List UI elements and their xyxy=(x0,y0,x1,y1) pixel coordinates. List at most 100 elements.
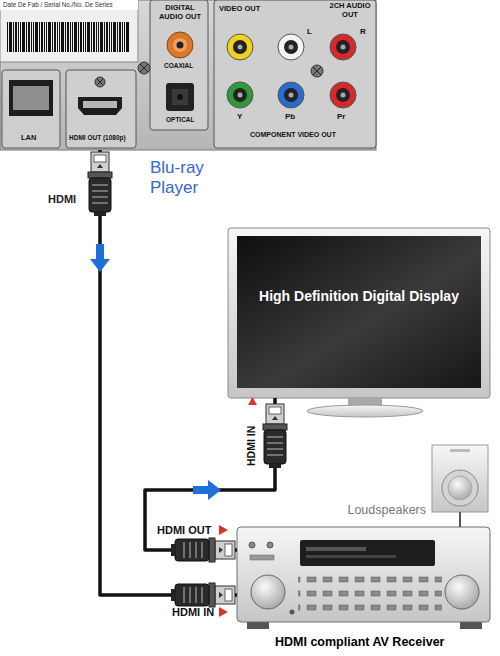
direction-arrow xyxy=(193,480,221,500)
optical-port xyxy=(166,83,194,111)
speaker-cone xyxy=(448,476,472,500)
coaxial-jack xyxy=(167,32,193,58)
rca-jack-pin xyxy=(238,45,243,50)
jack-label: Pr xyxy=(337,112,345,121)
player-back-panel xyxy=(0,0,376,150)
receiver-button xyxy=(267,542,273,548)
direction-triangle xyxy=(219,525,228,535)
receiver-display-line xyxy=(306,547,366,551)
digital-audio-section xyxy=(150,0,208,130)
direction-triangle xyxy=(219,607,228,617)
rca-jack xyxy=(330,82,356,108)
rca-jack-pin xyxy=(341,45,346,50)
lan-port-tab xyxy=(22,110,40,116)
rca-jack xyxy=(227,82,253,108)
volume-knob xyxy=(251,575,285,609)
screen-label: High Definition Digital Display xyxy=(228,288,490,305)
jack-label: R xyxy=(360,27,366,36)
receiver-display xyxy=(300,540,435,566)
rca-jack xyxy=(330,34,356,60)
jack-label: L xyxy=(307,27,312,36)
cable-label: HDMI xyxy=(48,193,76,206)
speaker-cabinet xyxy=(432,445,488,512)
panel-label: 2CH AUDIO OUT xyxy=(326,2,374,19)
speaker-driver xyxy=(442,470,478,506)
rca-jack-pin xyxy=(289,45,294,50)
sticker-strip xyxy=(0,0,138,10)
hdmi-section xyxy=(66,70,136,148)
device-label: HDMI compliant AV Receiver xyxy=(275,635,445,650)
rca-jack-hole xyxy=(336,40,350,54)
hdmi-plug xyxy=(88,152,112,216)
speaker-wire xyxy=(459,512,461,527)
rca-jack-hole xyxy=(233,88,247,102)
rca-jack-hole xyxy=(284,88,298,102)
optical-port-inner xyxy=(172,89,188,105)
receiver-button xyxy=(249,542,255,548)
screw-slot xyxy=(97,79,103,85)
rca-jack xyxy=(278,34,304,60)
rca-jacks xyxy=(227,34,356,108)
serial-sticker xyxy=(0,0,138,62)
jack-label: Pb xyxy=(285,112,295,121)
port-label: LAN xyxy=(21,134,36,143)
jack-label: Y xyxy=(237,112,242,121)
rca-jack-hole xyxy=(233,40,247,54)
rca-jack-pin xyxy=(341,93,346,98)
rca-jack-hole xyxy=(284,40,298,54)
screw xyxy=(138,62,150,74)
hdmi-plug xyxy=(171,538,235,562)
rca-jack-pin xyxy=(238,93,243,98)
panel-label: OPTICAL xyxy=(166,116,195,123)
rca-jack xyxy=(227,34,253,60)
receiver-body xyxy=(237,527,490,622)
panel-label: DIGITAL AUDIO OUT xyxy=(156,4,204,21)
rca-jack xyxy=(278,82,304,108)
lan-port-inner xyxy=(13,86,49,110)
coaxial-jack-hole xyxy=(177,42,184,49)
selector-knob xyxy=(445,575,479,609)
hdmi-plug xyxy=(171,583,235,607)
hdmi-port-inner xyxy=(83,101,117,108)
screw-slot xyxy=(313,67,321,75)
port-label: HDMI OUT (1080p) xyxy=(69,134,126,141)
panel-label: COAXIAL xyxy=(164,62,193,69)
optical-port-hole xyxy=(177,94,183,100)
coaxial-jack-ring xyxy=(173,38,187,52)
panel-label: VIDEO OUT xyxy=(219,5,260,14)
screw-slot xyxy=(140,64,148,72)
video-out-section xyxy=(214,0,376,148)
hdmi-port xyxy=(78,97,122,115)
port-label: HDMI OUT xyxy=(157,524,211,537)
screw xyxy=(95,77,105,87)
receiver-jack xyxy=(290,610,295,615)
blu-ray-player: Blu-ray Player xyxy=(0,0,376,150)
receiver-display-line xyxy=(306,555,396,558)
display-screen: High Definition Digital Display xyxy=(228,228,490,398)
barcode xyxy=(6,22,130,52)
direction-triangle xyxy=(248,397,257,405)
receiver-button xyxy=(250,555,274,560)
port-label: HDMI IN xyxy=(172,606,214,619)
screw xyxy=(311,65,323,77)
direction-arrow xyxy=(90,244,110,272)
lan-section xyxy=(2,70,60,148)
rca-jack-pin xyxy=(289,93,294,98)
port-label: HDMI IN xyxy=(245,426,257,466)
receiver-button-row xyxy=(298,572,442,614)
panel-label: COMPONENT VIDEO OUT xyxy=(250,131,336,139)
lan-port xyxy=(9,80,53,116)
av-receiver: HDMI compliant AV Receiver xyxy=(237,527,490,622)
rca-jack-hole xyxy=(336,88,350,102)
device-label: Blu-ray Player xyxy=(150,158,222,198)
hdmi-cable xyxy=(100,150,237,595)
hdmi-cable xyxy=(145,398,275,550)
tv-frame xyxy=(228,228,490,398)
device-label: Loudspeakers xyxy=(347,503,426,518)
tv-screen xyxy=(237,236,481,388)
loudspeaker: Loudspeakers xyxy=(432,445,488,512)
serial-label: Date De Fab / Serial No./No. De Series xyxy=(3,1,113,8)
tv-stand xyxy=(307,405,423,417)
